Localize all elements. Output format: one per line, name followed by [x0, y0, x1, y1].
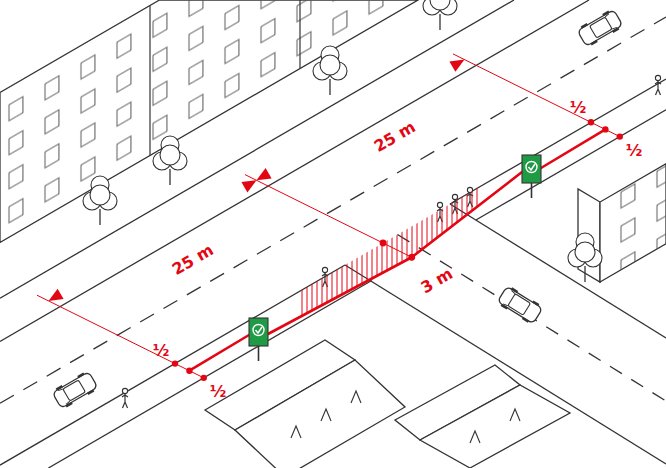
building-block: [0, 0, 418, 243]
crossing-sign: [522, 155, 541, 198]
dimension-lines: [37, 54, 620, 378]
hatched-area: [300, 187, 480, 317]
houses: [205, 340, 570, 468]
dimension-label: 25 m: [372, 119, 419, 155]
trees: [83, 0, 602, 282]
dimension-label: 3 m: [419, 266, 456, 297]
pedestrians: [122, 75, 661, 408]
dimension-label: ½: [210, 384, 227, 400]
dimension-arrows: [49, 60, 465, 301]
cars: [51, 8, 623, 410]
dimension-label: ½: [570, 100, 587, 116]
sign-lines: [189, 129, 605, 370]
dimension-label: ½: [626, 143, 643, 159]
dimension-label: 25 m: [170, 242, 217, 278]
crossing-sign: [249, 318, 268, 361]
dimension-dots: [172, 119, 623, 381]
dimension-label: ½: [153, 343, 170, 359]
